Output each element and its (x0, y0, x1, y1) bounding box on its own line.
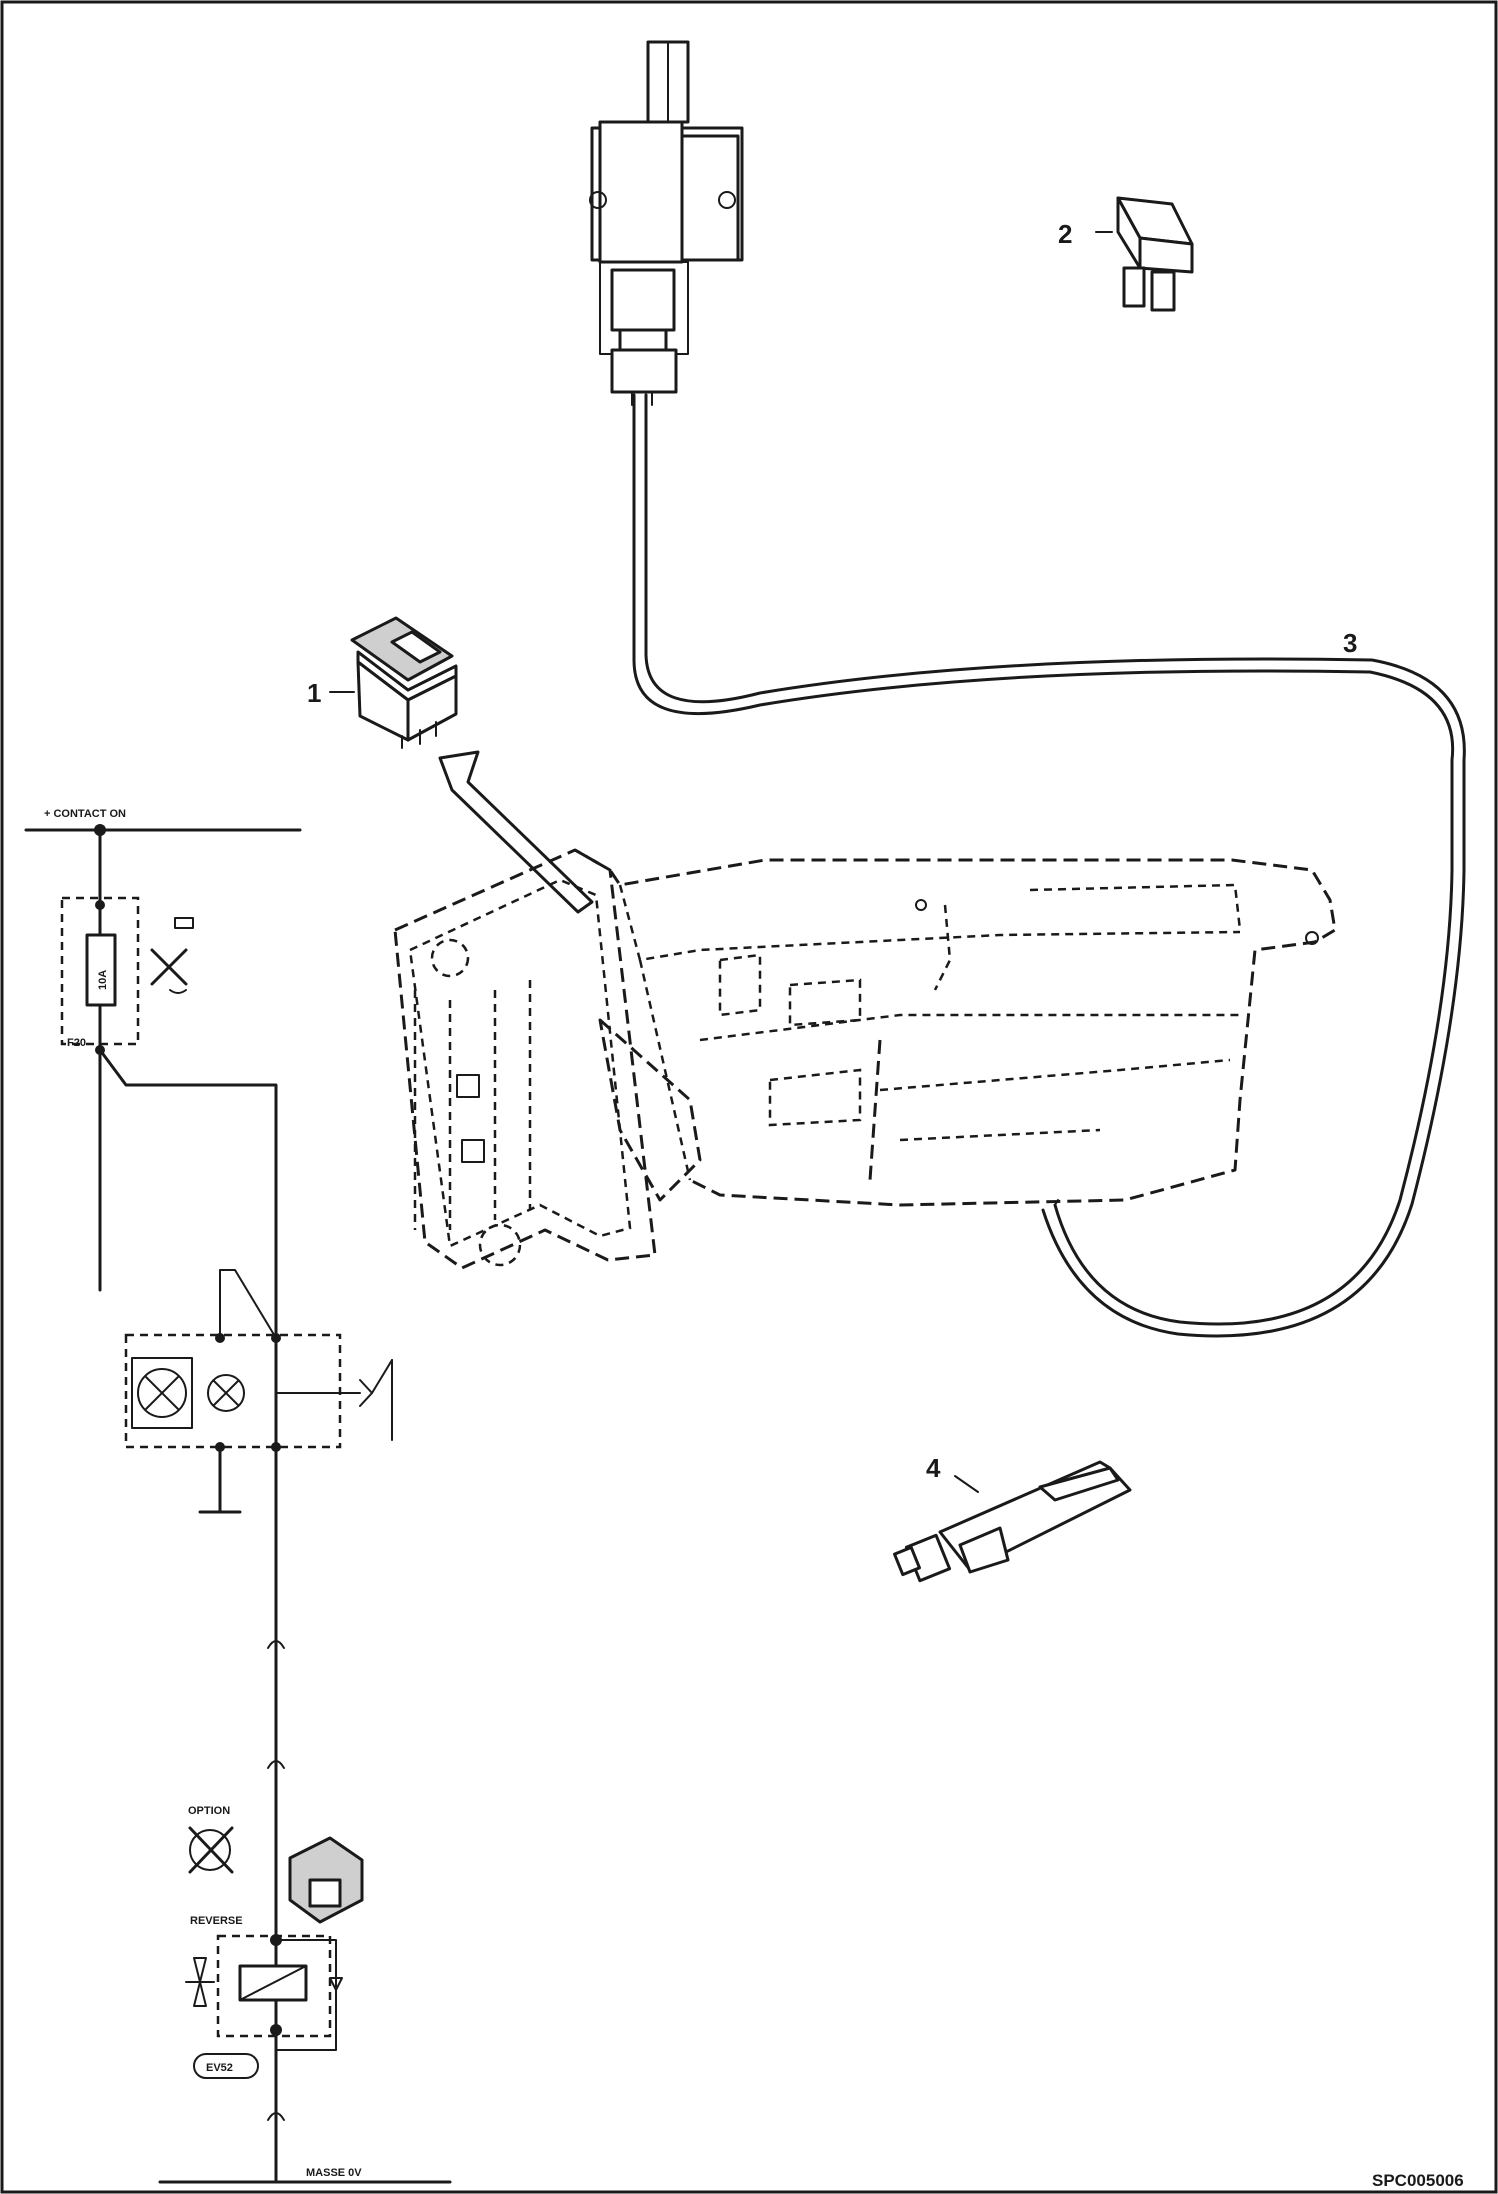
valve-ref: EV52 (206, 2062, 233, 2074)
fuse-part (1095, 196, 1194, 312)
supply-label: + CONTACT ON (44, 808, 126, 820)
ground-label: MASSE 0V (306, 2167, 362, 2179)
grease-tube-part (893, 1460, 1132, 1583)
solenoid-valve-part (589, 40, 744, 406)
reverse-label: REVERSE (190, 1915, 243, 1927)
callout-4: 4 (926, 1453, 941, 1483)
callout-2: 2 (1058, 219, 1072, 249)
option-label: OPTION (188, 1805, 230, 1817)
fuse-box-outline (60, 896, 140, 1046)
switch-illumination-box (131, 1357, 193, 1429)
switch-outline (124, 1333, 342, 1449)
wiring-schematic: + CONTACT ON 10A F20 (24, 808, 452, 2184)
fuse-value: 10A (97, 970, 109, 990)
callout-leader-4 (954, 1475, 979, 1493)
fuse-icon (150, 917, 194, 994)
callout-1: 1 (307, 678, 321, 708)
fuse-ref: F20 (67, 1037, 86, 1049)
fan-icon (137, 1368, 187, 1418)
callout-3: 3 (1343, 628, 1357, 658)
lamp-icon (207, 1374, 245, 1412)
cable-harness-part (632, 393, 1466, 1338)
valve-block-icon (288, 1836, 364, 1924)
drawing-ref: SPC005006 (1372, 2171, 1464, 2190)
cab-dashboard-outline (393, 848, 1337, 1270)
fuse-symbol (85, 933, 117, 1007)
option-fan-icon (189, 1829, 231, 1871)
valve-ref-badge (193, 2053, 259, 2079)
rocker-switch-part (329, 616, 594, 914)
